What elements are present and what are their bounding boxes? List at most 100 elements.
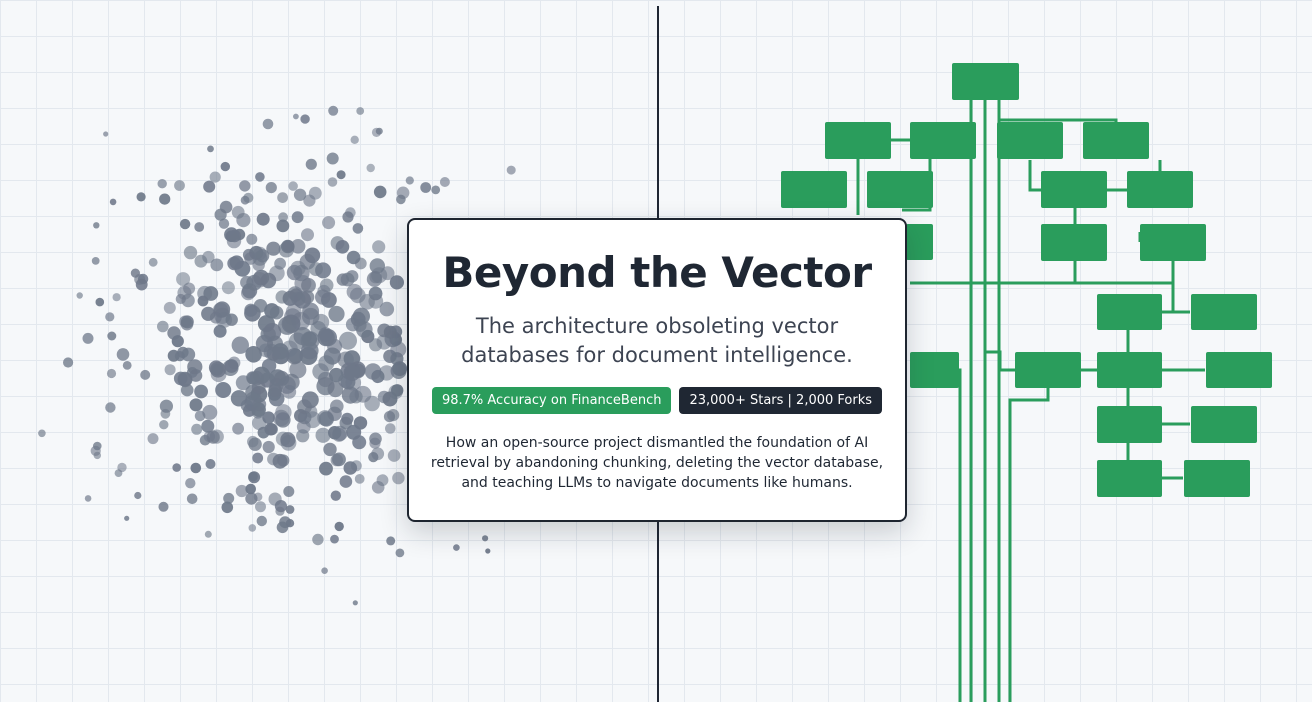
tree-node <box>1097 460 1162 497</box>
scatter-dot <box>266 241 281 256</box>
scatter-dot <box>395 548 405 558</box>
scatter-dot <box>366 163 375 173</box>
scatter-dot <box>352 600 358 606</box>
scatter-dot <box>346 283 363 300</box>
scatter-dot <box>356 321 373 338</box>
scatter-dot <box>147 433 159 445</box>
scatter-dot <box>269 378 284 393</box>
scatter-dot <box>380 266 395 281</box>
scatter-dot <box>112 293 121 302</box>
scatter-dot <box>318 355 335 372</box>
scatter-dot <box>346 250 361 265</box>
scatter-dot <box>275 506 285 516</box>
tree-node <box>867 171 933 208</box>
tree-node <box>906 224 933 260</box>
scatter-dot <box>343 461 358 475</box>
scatter-dot <box>368 286 383 301</box>
scatter-dot <box>300 331 320 351</box>
scatter-dot <box>82 332 94 344</box>
scatter-dot <box>352 307 370 325</box>
tree-connector <box>910 260 1077 285</box>
tree-node <box>1097 294 1162 330</box>
scatter-dot <box>262 440 275 454</box>
scatter-dot <box>277 454 290 467</box>
scatter-dot <box>251 402 266 417</box>
scatter-dot <box>93 222 100 229</box>
scatter-dot <box>315 427 331 443</box>
scatter-dot <box>321 567 328 574</box>
scatter-dot <box>275 404 292 421</box>
tree-node <box>1097 406 1162 443</box>
scatter-dot <box>276 219 290 233</box>
scatter-dot <box>405 176 414 185</box>
scatter-dot <box>245 483 256 495</box>
scatter-dot <box>245 492 258 505</box>
tree-node <box>1041 224 1107 261</box>
scatter-dot <box>202 404 218 420</box>
scatter-dot <box>372 240 386 254</box>
scatter-dot <box>215 382 232 398</box>
scatter-dot <box>356 107 365 115</box>
scatter-dot <box>117 462 127 473</box>
scatter-dot <box>328 426 342 440</box>
scatter-dot <box>197 295 209 307</box>
scatter-dot <box>332 452 346 467</box>
scatter-dot <box>106 368 117 379</box>
scatter-dot <box>159 399 173 413</box>
scatter-dot <box>179 218 191 230</box>
scatter-dot <box>373 185 387 199</box>
scatter-dot <box>352 223 364 234</box>
scatter-dot <box>158 501 169 512</box>
tree-node <box>1015 352 1081 388</box>
tree-node <box>952 63 1019 100</box>
scatter-dot <box>290 239 306 254</box>
scatter-dot <box>203 430 216 443</box>
scatter-dot <box>286 264 303 281</box>
scatter-dot <box>301 228 314 242</box>
scatter-dot <box>105 402 116 413</box>
scatter-dot <box>252 258 265 272</box>
scatter-dot <box>109 198 117 206</box>
scatter-dot <box>262 118 274 130</box>
scatter-dot <box>328 105 339 116</box>
scatter-dot <box>221 501 234 514</box>
scatter-dot <box>293 113 299 120</box>
scatter-dot <box>159 420 169 430</box>
scatter-dot <box>263 323 282 341</box>
scatter-dot <box>116 348 130 361</box>
scatter-dot <box>326 152 339 165</box>
scatter-dot <box>285 505 295 514</box>
scatter-dot <box>396 186 410 200</box>
scatter-dot <box>275 431 291 447</box>
scatter-dot <box>105 312 115 322</box>
scatter-dot <box>221 281 235 295</box>
tree-node <box>1191 406 1257 443</box>
scatter-dot <box>264 303 280 319</box>
scatter-dot <box>190 462 202 474</box>
scatter-dot <box>173 371 188 386</box>
scatter-dot <box>385 423 396 434</box>
scatter-dot <box>256 515 267 527</box>
scatter-dot <box>308 186 322 200</box>
scatter-dot <box>283 486 295 497</box>
scatter-dot <box>240 399 254 412</box>
scatter-dot <box>319 461 333 476</box>
scatter-dot <box>319 278 334 293</box>
scatter-dot <box>203 180 216 193</box>
scatter-dot <box>181 293 195 308</box>
scatter-dot <box>278 316 297 335</box>
scatter-dot <box>252 452 264 464</box>
scatter-dot <box>268 492 282 506</box>
scatter-dot <box>134 491 142 500</box>
scatter-dot <box>336 273 349 286</box>
tree-node <box>1127 171 1193 208</box>
hero-card: Beyond the Vector The architecture obsol… <box>407 218 907 522</box>
scatter-dot <box>265 182 277 194</box>
scatter-dot <box>157 179 167 189</box>
tree-node <box>1206 352 1272 388</box>
hero-title: Beyond the Vector <box>442 248 872 297</box>
scatter-dot <box>330 490 341 501</box>
scatter-dot <box>344 365 361 382</box>
scatter-dot <box>329 367 344 383</box>
scatter-dot <box>186 493 198 505</box>
